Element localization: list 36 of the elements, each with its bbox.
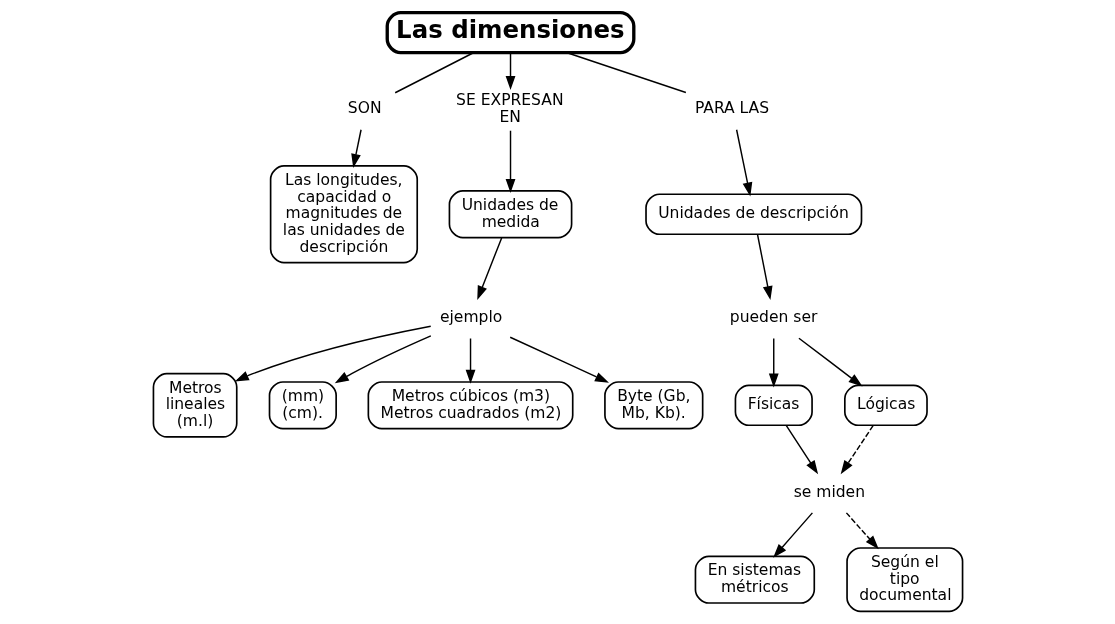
arrow — [735, 129, 752, 197]
node-box: Unidades de medida — [448, 190, 572, 239]
arrow — [785, 424, 818, 475]
node-box: En sistemas métricos — [694, 555, 815, 604]
arrow — [334, 335, 432, 384]
node-box: Metros cúbicos (m3) Metros cuadrados (m2) — [367, 381, 574, 430]
node-box: (mm) (cm). — [268, 381, 337, 430]
arrow — [845, 512, 879, 550]
node-text: SE EXPRESAN EN — [455, 91, 564, 126]
node-box: Las longitudes, capacidad o magnitudes de las unidades de descripción — [269, 165, 418, 264]
arrow — [772, 512, 813, 558]
node-text: PARA LAS — [694, 99, 769, 118]
arrow — [797, 337, 863, 387]
node-box: Físicas — [734, 384, 813, 427]
arrow — [768, 337, 779, 388]
node-box: Según el tipo documental — [845, 547, 963, 613]
node-box: Byte (Gb, Mb, Kb). — [603, 381, 703, 430]
node-box: Metros lineales (m.l) — [152, 372, 238, 438]
node-text: se miden — [793, 482, 865, 501]
arrow — [840, 424, 874, 475]
arrow — [234, 325, 431, 382]
arrow — [350, 129, 362, 168]
arrow — [505, 52, 515, 90]
arrow — [756, 233, 773, 301]
connector — [393, 52, 474, 94]
connector — [565, 52, 687, 94]
node-box: Las dimensiones — [385, 11, 635, 55]
arrow — [465, 337, 475, 384]
node-text: SON — [347, 99, 382, 118]
arrow — [505, 130, 515, 193]
node-text: ejemplo — [439, 308, 502, 327]
node-box: Unidades de descripción — [644, 193, 862, 236]
node-box: Lógicas — [843, 384, 928, 427]
arrow — [476, 237, 502, 300]
arrow — [509, 336, 609, 383]
node-text: pueden ser — [729, 308, 817, 327]
